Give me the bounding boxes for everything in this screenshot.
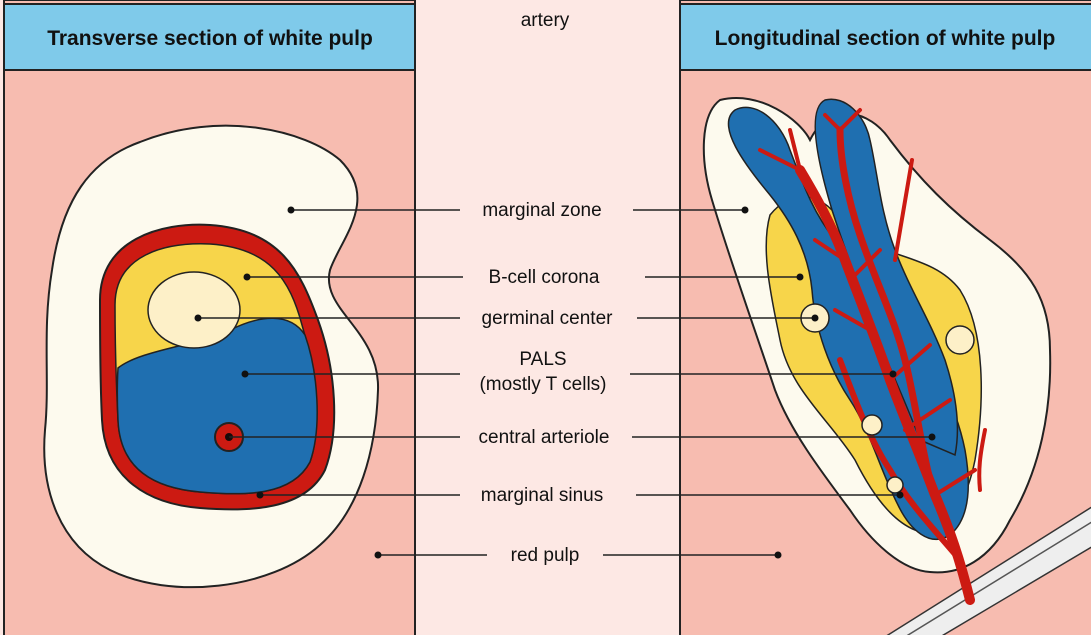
right-panel-title: Longitudinal section of white pulp [715, 27, 1056, 50]
dot-marginal-sinus-right [897, 492, 904, 499]
dot-b-cell-corona-left [244, 274, 251, 281]
trabecular-artery-label-2: artery [521, 10, 570, 31]
dot-marginal-zone-left [288, 207, 295, 214]
dot-pals-right [890, 371, 897, 378]
dot-red-pulp-right [775, 552, 782, 559]
dot-marginal-zone-right [742, 207, 749, 214]
left-panel-title: Transverse section of white pulp [47, 27, 373, 50]
label-marginal-sinus: marginal sinus [481, 485, 604, 506]
dot-germinal-center-right [812, 315, 819, 322]
dot-pals-left [242, 371, 249, 378]
dot-marginal-sinus-left [257, 492, 264, 499]
dot-b-cell-corona-right [797, 274, 804, 281]
label-red-pulp: red pulp [511, 545, 580, 566]
dot-central-arteriole-right [929, 434, 936, 441]
left-germinal-center [148, 272, 240, 348]
dot-red-pulp-left [375, 552, 382, 559]
dot-germinal-center-left [195, 315, 202, 322]
label-marginal-zone: marginal zone [482, 200, 601, 221]
label-pals-2: (mostly T cells) [479, 374, 606, 395]
right-germinal-center-4 [887, 477, 903, 493]
trabecular-artery-label-1: trabecular [503, 0, 588, 3]
label-germinal-center: germinal center [482, 308, 614, 329]
label-b-cell-corona: B-cell corona [489, 267, 600, 288]
label-pals-1: PALS [519, 349, 566, 370]
right-germinal-center-2 [946, 326, 974, 354]
label-central-arteriole: central arteriole [479, 427, 610, 448]
right-germinal-center-3 [862, 415, 882, 435]
